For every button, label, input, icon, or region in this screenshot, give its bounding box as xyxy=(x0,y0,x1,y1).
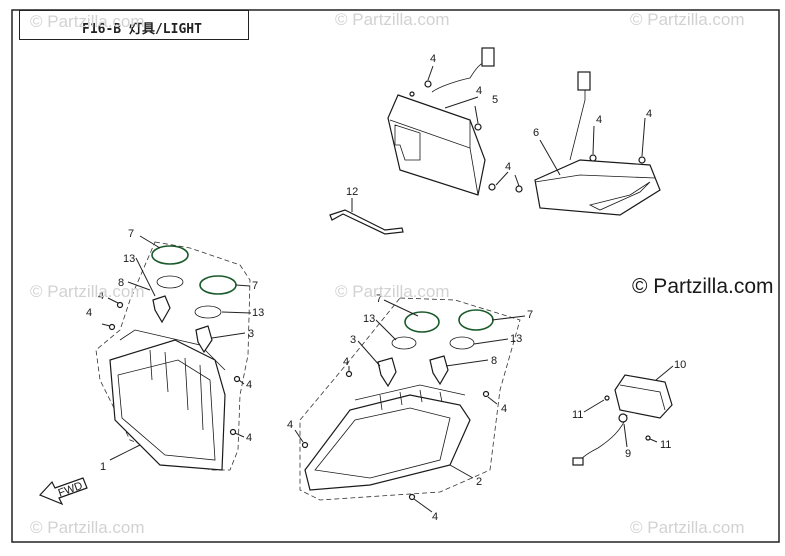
watermark: © Partzilla.com xyxy=(335,10,450,29)
watermark-main: © Partzilla.com xyxy=(632,275,774,298)
headlight-lens-1 xyxy=(109,329,226,471)
callout-4: 4 xyxy=(98,290,104,302)
callout-4: 4 xyxy=(430,53,436,65)
callout-4: 4 xyxy=(476,85,482,97)
callout-13: 13 xyxy=(252,307,264,319)
watermark: © Partzilla.com xyxy=(630,518,745,537)
diagram-frame xyxy=(11,9,780,543)
forward-arrow-icon: FWD xyxy=(38,477,88,506)
watermark: © Partzilla.com xyxy=(630,10,745,29)
bulb-group-center xyxy=(301,309,494,501)
callout-3: 3 xyxy=(248,328,254,340)
callout-4: 4 xyxy=(432,511,438,523)
callout-1: 1 xyxy=(100,461,106,473)
small-lamp-10 xyxy=(572,374,673,466)
callout-7: 7 xyxy=(128,228,134,240)
callouts: 4 4 5 4 4 6 4 12 7 13 8 7 4 13 4 3 4 4 1… xyxy=(86,53,686,523)
headlight-housing-6 xyxy=(515,71,661,216)
watermark: © Partzilla.com xyxy=(30,282,145,301)
watermark: © Partzilla.com xyxy=(30,12,145,31)
bulb-group-left xyxy=(108,245,241,436)
headlight-lens-2 xyxy=(304,384,471,491)
callout-4: 4 xyxy=(596,114,602,126)
callout-7: 7 xyxy=(376,293,382,305)
callout-13: 13 xyxy=(510,333,522,345)
assembly-boundary-center xyxy=(299,297,521,501)
diagram-title: F16-B 灯具/LIGHT xyxy=(82,22,202,37)
callout-4: 4 xyxy=(501,403,507,415)
callout-4: 4 xyxy=(505,161,511,173)
callout-11: 11 xyxy=(572,409,583,421)
callout-4: 4 xyxy=(646,108,652,120)
watermark: © Partzilla.com xyxy=(30,518,145,537)
callout-4: 4 xyxy=(246,432,252,444)
callout-9: 9 xyxy=(625,448,631,460)
callout-8: 8 xyxy=(491,355,497,367)
callout-12: 12 xyxy=(346,186,358,198)
callout-7: 7 xyxy=(252,280,258,292)
headlight-housing-5 xyxy=(387,47,496,196)
callout-5: 5 xyxy=(492,94,498,106)
assembly-boundary-left xyxy=(95,241,251,471)
callout-4: 4 xyxy=(86,307,92,319)
watermark: © Partzilla.com xyxy=(335,282,450,301)
svg-text:FWD: FWD xyxy=(57,480,85,500)
leader-lines xyxy=(101,65,674,513)
bracket-12 xyxy=(329,209,404,235)
callout-4: 4 xyxy=(246,379,252,391)
callout-3: 3 xyxy=(350,334,356,346)
callout-6: 6 xyxy=(533,127,539,139)
callout-13: 13 xyxy=(123,253,135,265)
callout-2: 2 xyxy=(476,476,482,488)
callout-4: 4 xyxy=(287,419,293,431)
callout-13: 13 xyxy=(363,313,375,325)
callout-11: 11 xyxy=(660,439,671,451)
callout-8: 8 xyxy=(118,277,124,289)
callout-7: 7 xyxy=(527,309,533,321)
callout-4: 4 xyxy=(343,356,349,368)
diagram-title-box: F16-B 灯具/LIGHT xyxy=(19,10,249,40)
callout-10: 10 xyxy=(674,359,686,371)
